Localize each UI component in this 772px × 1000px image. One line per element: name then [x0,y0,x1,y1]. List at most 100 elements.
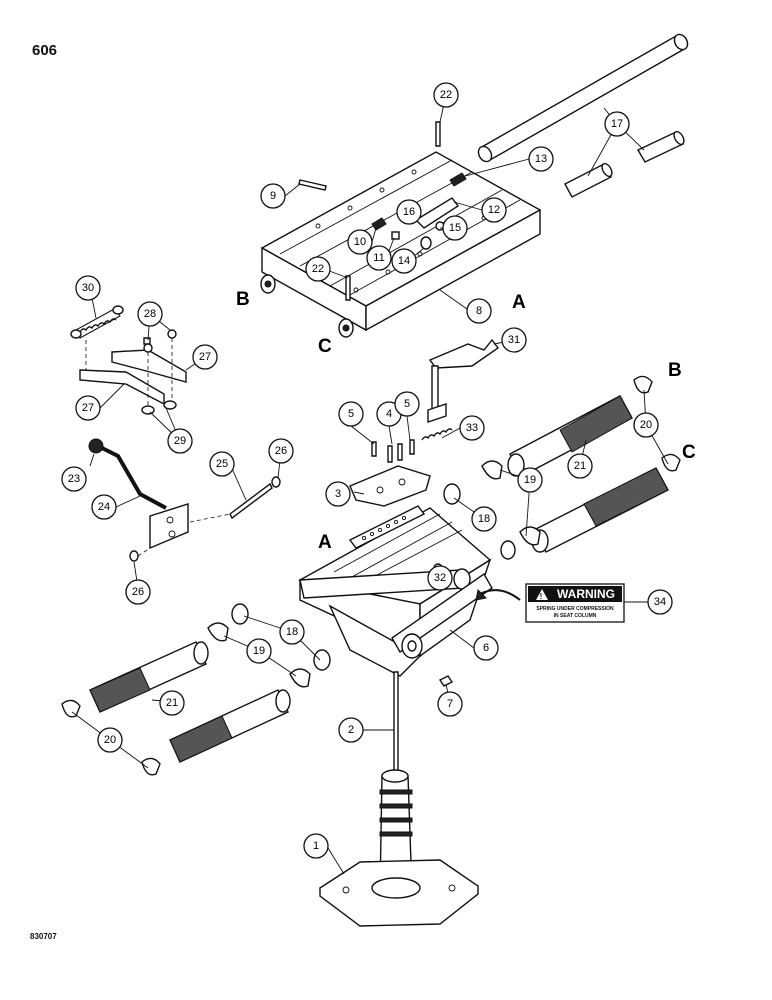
part-callout: 16 [396,199,422,225]
part-callout: 2 [338,717,364,743]
warning-title: WARNING [557,587,615,601]
part-callout: 32 [427,565,453,591]
part-callout: 26 [125,579,151,605]
svg-text:29: 29 [174,435,186,447]
part-callout: 22 [433,82,459,108]
part-callout: 7 [437,691,463,717]
part-callout: 34 [647,589,673,615]
svg-text:1: 1 [313,840,319,852]
svg-text:32: 32 [434,572,446,584]
svg-text:14: 14 [398,255,410,267]
part-callout: 28 [137,301,163,327]
part-callout: 19 [517,467,543,493]
svg-text:11: 11 [373,252,384,264]
svg-text:2: 2 [348,724,354,736]
reference-letter: A [318,532,332,553]
svg-text:27: 27 [82,402,94,414]
part-callout: 20 [633,412,659,438]
part-callout: 1 [303,833,329,859]
svg-text:17: 17 [611,118,623,130]
part-callout: 5 [394,391,420,417]
lever-plate-assembly [70,305,187,415]
svg-text:21: 21 [166,697,178,709]
part-callout: 18 [279,619,305,645]
adjustment-handle-assembly [88,438,281,562]
svg-text:21: 21 [574,460,586,472]
reference-letter: B [236,289,250,310]
part-callout: 14 [391,248,417,274]
part-callout: 22 [305,256,331,282]
svg-text:16: 16 [403,206,415,218]
svg-text:15: 15 [449,222,461,234]
part-callout: 9 [260,183,286,209]
part-callout: 27 [75,395,101,421]
svg-text:6: 6 [483,642,489,654]
part-callout: 13 [528,146,554,172]
part-callout: 11 [366,245,392,271]
warning-line-1: SPRING UNDER COMPRESSION [536,606,614,612]
svg-text:18: 18 [286,626,298,638]
svg-text:27: 27 [199,351,211,363]
right-roller-set [443,375,681,560]
warning-decal: ! WARNING SPRING UNDER COMPRESSION IN SE… [525,583,625,623]
part-callout: 6 [473,635,499,661]
part-callout: 25 [209,451,235,477]
part-callout: 20 [97,727,123,753]
svg-text:3: 3 [335,488,341,500]
part-callout: 3 [325,481,351,507]
svg-text:33: 33 [466,422,478,434]
svg-text:30: 30 [82,282,94,294]
page-number: 606 [32,42,58,59]
part-callout: 10 [347,229,373,255]
warning-line-2: IN SEAT COLUMN [554,613,597,619]
part-callout: 5 [338,401,364,427]
part-callout: 33 [459,415,485,441]
svg-text:28: 28 [144,308,156,320]
svg-text:24: 24 [98,501,110,513]
slide-rail-assembly [260,33,689,338]
svg-text:5: 5 [348,408,354,420]
part-callout: 23 [61,466,87,492]
part-callout: 21 [159,690,185,716]
svg-text:!: ! [540,592,543,601]
seat-column-assembly [318,671,480,927]
svg-text:9: 9 [270,190,276,202]
part-callout: 24 [91,494,117,520]
part-callout: 17 [604,111,630,137]
document-code: 830707 [30,932,57,941]
svg-text:10: 10 [354,236,366,248]
svg-text:13: 13 [535,153,547,165]
svg-text:31: 31 [508,334,520,346]
part-callout: 29 [167,428,193,454]
svg-text:22: 22 [440,89,452,101]
part-callout: 15 [442,215,468,241]
reference-letter: A [512,292,526,313]
svg-text:12: 12 [488,204,500,216]
part-callout: 8 [466,298,492,324]
svg-text:26: 26 [275,445,287,457]
part-callout: 31 [501,327,527,353]
part-callout: 26 [268,438,294,464]
reference-letter: B [668,360,682,381]
part-callout: 21 [567,453,593,479]
svg-text:23: 23 [68,473,80,485]
svg-text:34: 34 [654,596,666,608]
svg-text:25: 25 [216,458,228,470]
svg-text:20: 20 [104,734,116,746]
svg-text:19: 19 [253,645,265,657]
svg-text:7: 7 [447,698,453,710]
part-callout: 19 [246,638,272,664]
left-roller-set [61,603,331,776]
part-callout: 27 [192,344,218,370]
part-callout: 30 [75,275,101,301]
svg-text:5: 5 [404,398,410,410]
svg-text:8: 8 [476,305,482,317]
svg-text:26: 26 [132,586,144,598]
svg-text:19: 19 [524,474,536,486]
svg-text:20: 20 [640,419,652,431]
svg-text:18: 18 [478,513,490,525]
svg-text:22: 22 [312,263,324,275]
part-callout: 12 [481,197,507,223]
svg-text:4: 4 [386,408,392,420]
